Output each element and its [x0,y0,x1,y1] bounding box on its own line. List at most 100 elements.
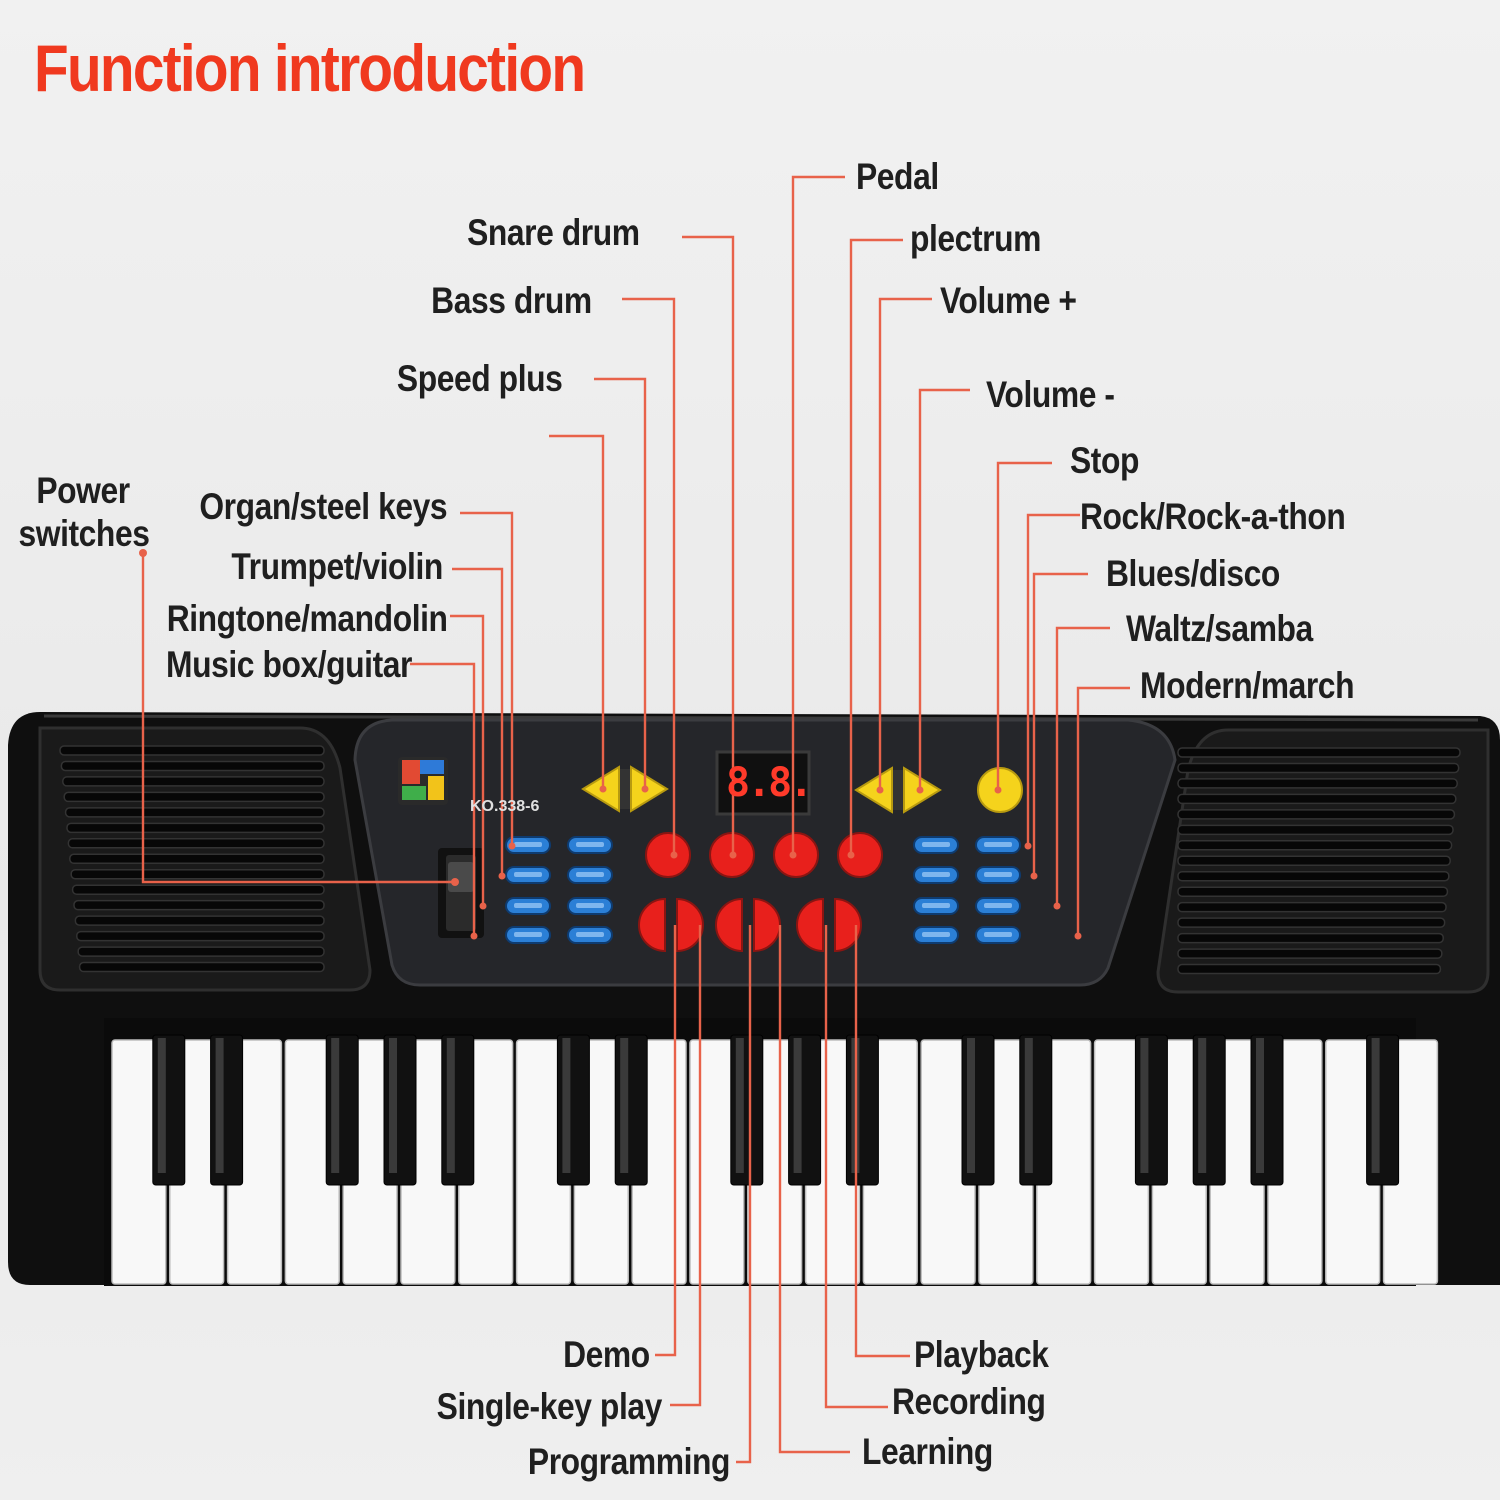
leader-dot [729,851,737,859]
leader-line [460,511,514,846]
label-modern-march: Modern/march [1140,665,1355,706]
leader-line [670,925,702,1407]
black-key [210,1034,244,1186]
speaker-slot [67,838,325,849]
pill-highlight [922,903,950,908]
speaker-slot [1177,948,1443,959]
speaker-slot [66,822,325,834]
black-key [325,1034,359,1186]
speaker-slot [1177,809,1456,820]
leader-line [450,614,485,906]
speaker-slot [76,930,325,942]
black-key [845,1034,879,1186]
speaker-slot [1177,963,1442,975]
leader-dot [670,851,678,859]
speaker-slot [71,884,325,895]
leader-dot [479,902,487,910]
label-programming: Programming [527,1441,731,1482]
leader-dot [876,786,884,794]
label-volume-minus: Volume - [986,374,1115,415]
speaker-slot [1177,932,1444,944]
speaker-slot [1177,762,1460,774]
arrow-divider [893,770,903,810]
black-key-sheen [446,1038,455,1173]
pill-highlight [576,872,604,877]
right-speaker-grille [1156,728,1490,994]
leader-dot [847,851,855,859]
pill-highlight [576,903,604,908]
leader-dot [599,785,607,793]
speaker-slot [78,961,325,973]
leader-dot [139,549,147,557]
label-demo: Demo [563,1334,650,1375]
leader-dot [470,932,478,940]
pill-highlight [922,872,950,877]
speaker-slot [73,899,325,911]
pill-highlight [514,842,542,847]
page-title: Function introduction [34,31,586,105]
leader-lines [139,175,1130,1464]
black-key [383,1034,417,1186]
pill-highlight [922,932,950,937]
black-key [441,1034,475,1186]
leader-line [878,297,932,790]
label-bass-drum: Bass drum [431,280,592,321]
power-switch [438,848,484,938]
black-key [556,1034,590,1186]
speaker-slot [1177,778,1458,789]
leader-dot [1053,902,1061,910]
label-organ-steel-keys: Organ/steel keys [199,486,447,527]
pill-highlight [984,903,1012,908]
black-key-sheen [793,1038,802,1173]
label-blues-disco: Blues/disco [1106,553,1280,594]
left-speaker-grille [38,726,372,992]
leader-line [549,434,605,789]
leader-dot [1030,872,1038,880]
speaker-slot [1177,793,1457,805]
speaker-slot [1177,901,1447,913]
pill-highlight [576,842,604,847]
speaker-slot [1177,824,1454,836]
black-key-sheen [1140,1038,1149,1173]
speaker-slot [1177,747,1461,758]
leader-line [996,461,1052,790]
model-number: KO.338-6 [470,798,540,815]
leader-line [410,662,476,936]
pill-highlight [514,872,542,877]
label-power-switches: Power switches [18,470,150,554]
pill-highlight [514,932,542,937]
speaker-slot [64,807,325,818]
speaker-slot [63,791,325,803]
black-key [961,1034,995,1186]
pill-highlight [576,932,604,937]
label-learning: Learning [862,1431,993,1472]
leader-line [1032,572,1088,876]
black-key-sheen [1024,1038,1033,1173]
arrow-divider [620,769,630,809]
leader-line [1076,686,1130,936]
black-key-sheen [562,1038,571,1173]
speaker-slot [60,760,325,772]
label-snare-drum: Snare drum [467,212,640,253]
speaker-slot [70,868,325,880]
display-readout: 8.8. [726,760,813,806]
piano-keys [104,1018,1439,1286]
pill-highlight [984,842,1012,847]
speaker-slot [59,745,325,756]
black-key [1192,1034,1226,1186]
label-plectrum: plectrum [910,218,1041,259]
black-key-sheen [157,1038,166,1173]
black-key-sheen [620,1038,629,1173]
leader-line [655,925,677,1357]
arrow-right-button [630,765,669,813]
speaker-slot [77,946,325,957]
function-button-left [715,897,743,953]
arrow-left-button [854,766,893,814]
speaker-slot [1177,917,1446,928]
speaker-slot [1177,870,1450,882]
leader-line [1055,626,1110,906]
function-button-left [638,897,666,953]
leader-line [452,567,504,876]
black-key-sheen [1371,1038,1380,1173]
